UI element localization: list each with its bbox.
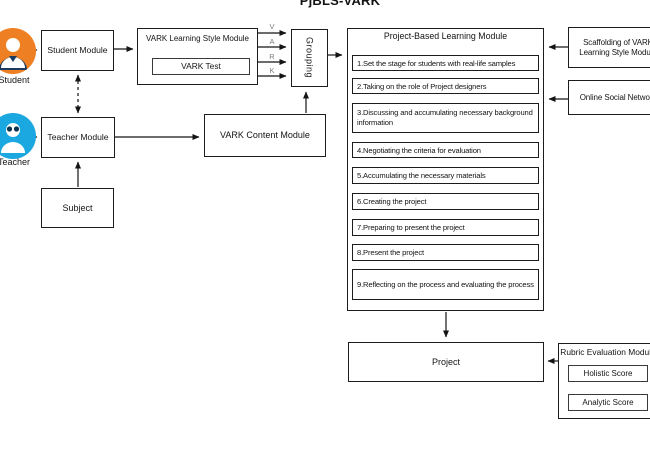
pbl-step-2: 2.Taking on the role of Project designer… <box>352 78 539 94</box>
student-module-box: Student Module <box>41 30 114 71</box>
teacher-person-glyph <box>1 123 25 153</box>
vark-learning-style-module-box: VARK Learning Style Module <box>137 28 258 85</box>
pbl-step-7: 7.Preparing to present the project <box>352 219 539 236</box>
grouping-label: Grouping <box>304 37 315 79</box>
student-label: Student <box>0 75 30 85</box>
vark-test-box: VARK Test <box>152 58 250 75</box>
subject-box: Subject <box>41 188 114 228</box>
teacher-label: Teacher <box>0 157 31 167</box>
pbl-step-6: 6.Creating the project <box>352 193 539 210</box>
analytic-score-box: Analytic Score <box>568 394 648 411</box>
vark-content-module-box: VARK Content Module <box>204 114 326 157</box>
pbl-step-4: 4.Negotiating the criteria for evaluatio… <box>352 142 539 158</box>
teacher-module-box: Teacher Module <box>41 117 115 158</box>
pbl-step-5: 5.Accumulating the necessary materials <box>352 167 539 184</box>
scaffolding-module-box: Scaffolding of VARK Learning Style Modul… <box>568 27 650 68</box>
online-social-network-box: Online Social Network <box>568 80 650 115</box>
vark-letter-k: K <box>269 66 275 75</box>
teacher-icon <box>0 113 36 159</box>
pbl-step-3: 3.Discussing and accumulating necessary … <box>352 103 539 133</box>
vark-letter-a: A <box>269 37 275 46</box>
pbl-module-title: Project-Based Learning Module <box>383 31 508 41</box>
student-person-glyph <box>0 38 27 70</box>
project-box: Project <box>348 342 544 382</box>
pbl-step-1: 1.Set the stage for students with real-l… <box>352 55 539 71</box>
vark-letter-r: R <box>269 52 275 61</box>
student-icon <box>0 28 36 74</box>
grouping-box: Grouping <box>291 29 328 87</box>
pbl-step-9: 9.Reflecting on the process and evaluati… <box>352 269 539 300</box>
diagram-title: PjBLS-VARK <box>299 0 381 8</box>
pbl-step-8: 8.Present the project <box>352 244 539 261</box>
holistic-score-box: Holistic Score <box>568 365 648 382</box>
vark-letter-v: V <box>269 22 275 31</box>
